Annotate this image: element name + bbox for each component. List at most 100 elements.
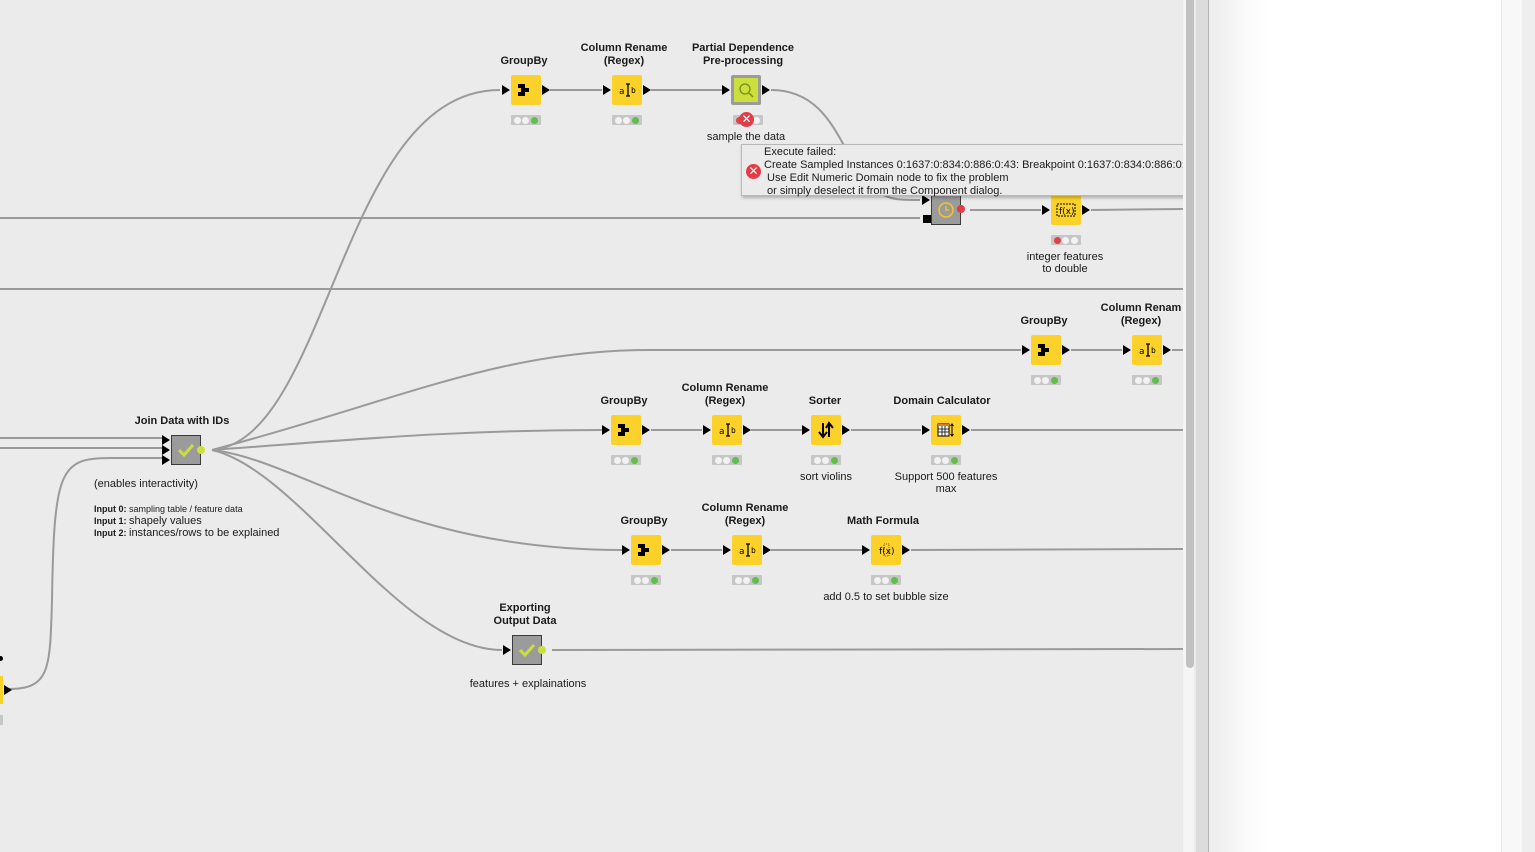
tooltip-heading: Execute failed: — [764, 146, 837, 158]
node-title: Domain Calculator — [893, 395, 991, 407]
sort-icon — [818, 421, 834, 439]
node-status-traffic-light — [1051, 235, 1081, 245]
output-port[interactable] — [538, 646, 546, 654]
node-status-traffic-light — [712, 455, 742, 465]
node-status-traffic-light — [511, 115, 541, 125]
groupby-node[interactable] — [502, 75, 550, 105]
node-status-traffic-light — [1132, 375, 1162, 385]
connection — [211, 429, 603, 451]
groupby-node[interactable] — [1022, 335, 1070, 365]
svg-text:b: b — [631, 86, 636, 95]
groupby-node[interactable] — [602, 415, 650, 445]
input-port-1[interactable] — [162, 445, 170, 455]
checkmark-icon — [518, 643, 536, 658]
port-dot — [0, 656, 3, 661]
input-port[interactable] — [502, 85, 510, 95]
export-component[interactable] — [503, 635, 546, 665]
input-description-0: Input 0: sampling table / feature data — [94, 504, 243, 514]
node-title: Partial Dependence Pre-processing — [691, 42, 795, 67]
domain-table-icon — [937, 423, 954, 437]
flow-variable-port[interactable] — [923, 215, 931, 223]
node-status-traffic-light — [1031, 375, 1061, 385]
connection-layer — [0, 89, 1183, 690]
tooltip-message: Create Sampled Instances 0:1637:0:834:0:… — [764, 159, 1183, 171]
groupby-icon — [638, 544, 649, 556]
svg-text:a: a — [1139, 347, 1144, 357]
node-title: GroupBy — [1020, 315, 1068, 327]
math-formula-multi-icon: f(x) — [1056, 203, 1076, 217]
node-status-traffic-light — [611, 455, 641, 465]
window-edge — [1522, 0, 1535, 852]
input-port-0[interactable] — [162, 435, 170, 445]
node-title: Column Rename (Regex) — [701, 502, 789, 527]
connection — [211, 449, 503, 651]
node-status-traffic-light — [612, 115, 642, 125]
node-title: Sorter — [808, 395, 842, 407]
node-title: Column Renam (Regex) — [1100, 302, 1182, 327]
node-annotation: (enables interactivity) — [94, 478, 198, 490]
metanode[interactable] — [922, 195, 965, 225]
connection — [551, 648, 1183, 651]
connection — [211, 349, 1021, 451]
error-tooltip: ✕ Execute failed: Create Sampled Instanc… — [741, 144, 1183, 197]
node-annotation: Support 500 features max — [894, 471, 998, 495]
groupby-icon — [618, 424, 629, 436]
checkmark-icon — [177, 443, 195, 458]
partial-node[interactable] — [0, 676, 12, 704]
scrollbar-thumb[interactable] — [1186, 0, 1194, 668]
side-panel — [1209, 0, 1501, 852]
side-panel-scrollbar[interactable] — [1501, 0, 1523, 852]
connection — [1090, 208, 1183, 211]
connection — [7, 457, 162, 690]
svg-text:b: b — [1151, 346, 1156, 355]
node-status-traffic-light — [931, 455, 961, 465]
error-output-port[interactable] — [957, 205, 965, 213]
math-formula-icon: f(x) — [879, 543, 895, 557]
node-annotation: features + explainations — [469, 678, 587, 690]
groupby-icon — [518, 84, 529, 96]
output-port[interactable] — [197, 446, 205, 454]
node-title: GroupBy — [600, 395, 648, 407]
input-description-1: Input 1: shapely values — [94, 515, 202, 527]
join-data-component[interactable] — [162, 435, 205, 465]
svg-text:b: b — [731, 426, 736, 435]
svg-text:f(x): f(x) — [879, 547, 895, 557]
input-port-2[interactable] — [162, 455, 170, 465]
node-annotation: sort violins — [800, 471, 852, 483]
node-status-traffic-light — [732, 575, 762, 585]
connection — [910, 548, 1183, 551]
tooltip-hint: or simply deselect it from the Component… — [767, 185, 1003, 197]
svg-text:a: a — [619, 87, 624, 97]
node-status-traffic-light — [871, 575, 901, 585]
node-status-traffic-light — [0, 715, 3, 725]
node-status-traffic-light — [631, 575, 661, 585]
node-title: Column Rename (Regex) — [580, 42, 668, 67]
math-formula-multi-column-node[interactable]: f(x) — [1042, 195, 1090, 225]
groupby-node[interactable] — [622, 535, 670, 565]
output-port[interactable] — [542, 85, 550, 95]
math-formula-node[interactable]: f(x) — [862, 535, 910, 565]
tooltip-hint: Use Edit Numeric Domain node to fix the … — [767, 172, 1009, 184]
sorter-node[interactable] — [802, 415, 850, 445]
domain-calculator-node[interactable] — [922, 415, 970, 445]
svg-text:a: a — [719, 427, 724, 437]
error-icon: ✕ — [746, 164, 761, 179]
node-title: Math Formula — [846, 515, 920, 527]
error-icon[interactable]: ✕ — [739, 112, 754, 127]
magnifier-icon — [739, 83, 754, 98]
input-port[interactable] — [922, 195, 930, 205]
clock-icon — [938, 202, 954, 218]
connection — [211, 449, 623, 551]
groupby-icon — [1038, 344, 1049, 356]
partial-dependence-node[interactable] — [722, 75, 770, 105]
node-annotation: sample the data — [706, 131, 786, 143]
panel-splitter[interactable] — [1196, 0, 1209, 852]
